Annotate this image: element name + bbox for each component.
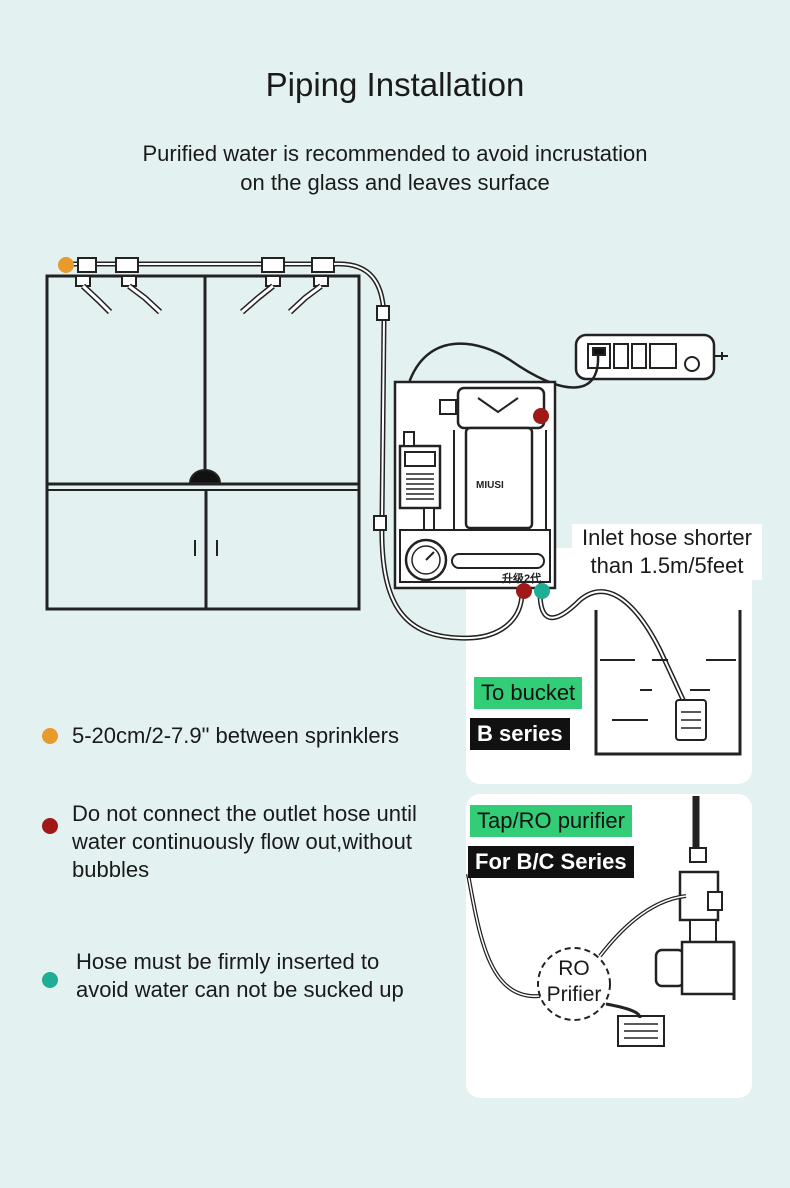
subtitle-line-2: on the glass and leaves surface	[240, 170, 550, 195]
ro-purifier-label: RO Prifier	[538, 956, 610, 1008]
teal-dot-icon	[42, 972, 58, 988]
bc-series-tag: For B/C Series	[468, 846, 634, 879]
ro-purifier-circle	[537, 947, 611, 1021]
ro-label-line-2: Prifier	[546, 983, 602, 1006]
outlet-port-marker	[516, 583, 532, 599]
device-brand-label: MIUSI	[476, 480, 504, 491]
note-outlet-hose: Do not connect the outlet hose until wat…	[72, 800, 417, 884]
sprinkler-pipe	[66, 257, 335, 315]
red-dot-icon	[42, 818, 58, 834]
subtitle-line-1: Purified water is recommended to avoid i…	[142, 141, 648, 166]
note-outlet-line-2: water continuously flow out,without	[72, 829, 412, 854]
outlet-marker	[533, 408, 549, 424]
orange-dot-icon	[42, 728, 58, 744]
note-hose-insertion: Hose must be firmly inserted to avoid wa…	[76, 948, 404, 1004]
note-hose-line-1: Hose must be firmly inserted to	[76, 949, 380, 974]
water-bucket	[594, 610, 742, 756]
note-outlet-line-1: Do not connect the outlet hose until	[72, 801, 417, 826]
power-strip	[574, 333, 728, 381]
page-title: Piping Installation	[265, 66, 525, 103]
tap-ro-purifier-tag: Tap/RO purifier	[470, 805, 632, 838]
note-hose-line-2: avoid water can not be sucked up	[76, 977, 404, 1002]
sprinkler-spacing-marker	[58, 257, 74, 273]
inlet-port-marker	[534, 583, 550, 599]
to-bucket-tag: To bucket	[474, 677, 583, 710]
power-cable	[406, 342, 600, 441]
device-upgrade-label: 升级2代	[502, 571, 541, 585]
inlet-note-line-2: than 1.5m/5feet	[590, 553, 744, 578]
ro-label-line-1: RO	[558, 957, 590, 980]
inlet-note: Inlet hose shorter than 1.5m/5feet	[572, 524, 762, 580]
inlet-note-line-1: Inlet hose shorter	[582, 525, 752, 550]
tap-purifier	[617, 796, 736, 1047]
sprinkler-nozzles	[75, 275, 329, 315]
note-sprinkler-spacing: 5-20cm/2-7.9" between sprinklers	[72, 723, 399, 748]
b-series-tag: B series	[470, 718, 570, 751]
misting-pump-device	[393, 380, 557, 590]
note-outlet-line-3: bubbles	[72, 857, 150, 882]
aquarium-cabinet	[45, 274, 361, 611]
